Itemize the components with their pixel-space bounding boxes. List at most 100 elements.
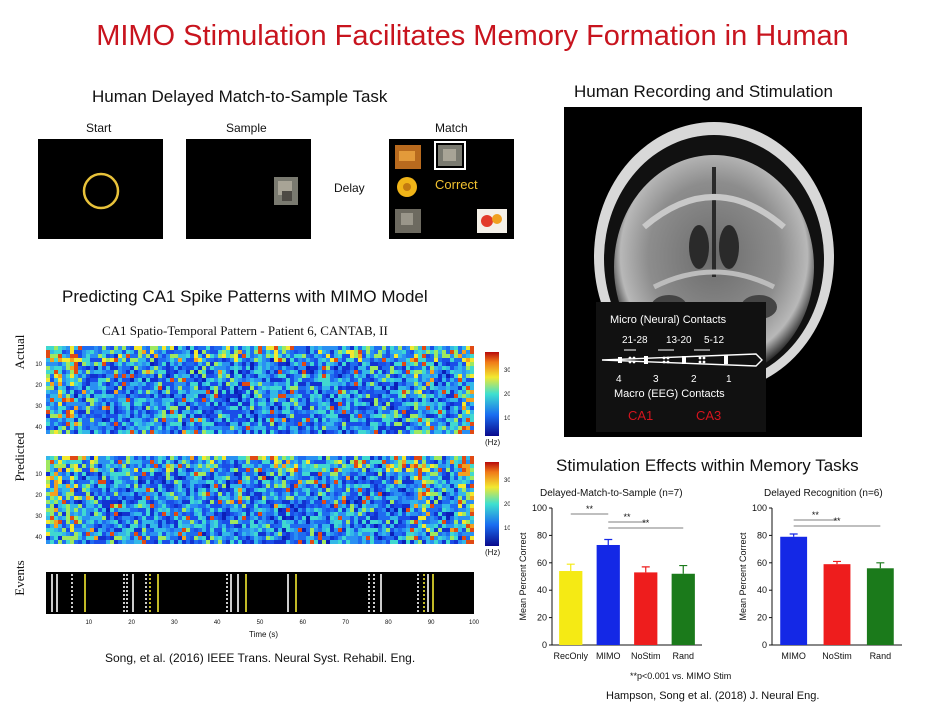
y-axis-label: Mean Percent Correct (738, 532, 748, 621)
error-bar (789, 533, 798, 537)
actual-label: Actual (12, 334, 27, 370)
time-tick-label: 20 (128, 620, 135, 626)
sample-image-icon (274, 177, 298, 205)
significance-label: ** (623, 512, 631, 522)
y-tick-label: 60 (537, 558, 547, 568)
time-axis-label: Time (s) (249, 630, 279, 639)
macro-contacts-label: Macro (EEG) Contacts (614, 388, 725, 400)
page-title: MIMO Stimulation Facilitates Memory Form… (96, 20, 849, 52)
y-tick-label: 60 (757, 558, 767, 568)
micro-contacts-label: Micro (Neural) Contacts (610, 314, 727, 326)
predicted-label: Predicted (12, 432, 27, 482)
chart-title: Delayed Recognition (n=6) (764, 488, 883, 499)
sample-label: Sample (226, 121, 267, 135)
effects-heading: Stimulation Effects within Memory Tasks (556, 456, 859, 475)
significance-label: ** (586, 504, 594, 514)
actual-heatmap (46, 346, 474, 434)
macro-number-4: 4 (616, 374, 622, 385)
category-label: MIMO (596, 651, 621, 661)
micro-group-1: 21-28 (622, 335, 648, 346)
bar-nostim (634, 572, 658, 645)
bar-mimo (596, 544, 620, 645)
task-heading: Human Delayed Match-to-Sample Task (92, 87, 388, 106)
electrode-probe-icon (601, 349, 763, 367)
significance-label: ** (833, 516, 841, 526)
row-tick-label: 40 (35, 425, 42, 431)
bar-mimo (780, 536, 808, 645)
chart-title: Delayed-Match-to-Sample (n=7) (540, 488, 683, 499)
row-tick-label: 20 (35, 383, 42, 389)
colorbar-unit-top: (Hz) (485, 438, 501, 447)
time-tick-label: 90 (428, 620, 435, 626)
row-tick-label: 10 (35, 362, 42, 368)
y-tick-label: 40 (537, 585, 547, 595)
colorbar-tick-label: 30 (504, 478, 510, 484)
bar-rand (866, 568, 894, 645)
time-tick-label: 30 (171, 620, 178, 626)
category-label: MIMO (781, 651, 806, 661)
mri-image: Micro (Neural) Contacts 21-28 13-20 5-12… (564, 107, 862, 437)
bar-reconly (559, 571, 583, 645)
significance-label: ** (642, 518, 650, 528)
colorbar-tick-label: 20 (504, 392, 510, 398)
micro-group-3: 5-12 (704, 335, 725, 346)
predicted-heatmap (46, 456, 474, 544)
y-tick-label: 0 (762, 640, 767, 650)
time-tick-label: 40 (214, 620, 221, 626)
bar-nostim (823, 564, 851, 645)
category-label: NoStim (631, 651, 661, 661)
y-tick-label: 40 (757, 585, 767, 595)
bar-chart-1: Delayed-Match-to-Sample (n=7) Mean Percen… (518, 488, 702, 661)
recording-heading: Human Recording and Stimulation (574, 82, 833, 101)
micro-group-2: 13-20 (666, 335, 692, 346)
spikes-heading: Predicting CA1 Spike Patterns with MIMO … (62, 287, 428, 306)
spikes-citation: Song, et al. (2016) IEEE Trans. Neural S… (105, 651, 416, 665)
correct-label: Correct (435, 177, 478, 192)
error-bar (641, 566, 650, 573)
y-tick-label: 80 (757, 530, 767, 540)
row-tick-label: 10 (35, 472, 42, 478)
error-bar (566, 563, 575, 572)
events-label: Events (12, 560, 27, 596)
row-tick-label: 30 (35, 404, 42, 410)
time-tick-label: 50 (257, 620, 264, 626)
actual-colorbar (485, 352, 499, 436)
category-label: Rand (672, 651, 694, 661)
time-tick-label: 100 (469, 620, 480, 626)
time-tick-label: 70 (342, 620, 349, 626)
effects-footnote: **p<0.001 vs. MIMO Stim (630, 671, 732, 681)
time-tick-label: 60 (299, 620, 306, 626)
error-bar (876, 562, 885, 569)
bar-rand (671, 573, 695, 645)
significance-label: ** (812, 510, 820, 520)
error-bar (604, 538, 613, 545)
ca3-label: CA3 (696, 408, 722, 423)
time-tick-label: 80 (385, 620, 392, 626)
row-tick-label: 20 (35, 493, 42, 499)
y-tick-label: 0 (542, 640, 547, 650)
y-axis-label: Mean Percent Correct (518, 532, 528, 621)
colorbar-tick-label: 30 (504, 368, 510, 374)
events-track (46, 572, 474, 614)
category-label: NoStim (822, 651, 852, 661)
effects-citation: Hampson, Song et al. (2018) J. Neural En… (606, 690, 820, 702)
ca1-label: CA1 (628, 408, 654, 423)
y-tick-label: 100 (532, 503, 547, 513)
macro-number-2: 2 (691, 374, 697, 385)
start-circle-icon (82, 172, 120, 210)
category-label: RecOnly (553, 651, 588, 661)
electrode-inset: Micro (Neural) Contacts 21-28 13-20 5-12… (596, 302, 766, 432)
start-screen (38, 139, 163, 239)
stimulation-bar-charts: Delayed-Match-to-Sample (n=7) Mean Percen… (518, 488, 902, 661)
sample-screen (186, 139, 311, 239)
y-tick-label: 20 (537, 613, 547, 623)
category-label: Rand (870, 651, 892, 661)
colorbar-tick-label: 10 (504, 526, 510, 532)
colorbar-tick-label: 10 (504, 416, 510, 422)
time-tick-label: 10 (85, 620, 92, 626)
bar-chart-2: Delayed Recognition (n=6) Mean Percent Co… (738, 488, 902, 661)
spikes-figure-title: CA1 Spatio-Temporal Pattern - Patient 6,… (102, 323, 388, 338)
error-bar (679, 564, 688, 574)
start-label: Start (86, 121, 112, 135)
